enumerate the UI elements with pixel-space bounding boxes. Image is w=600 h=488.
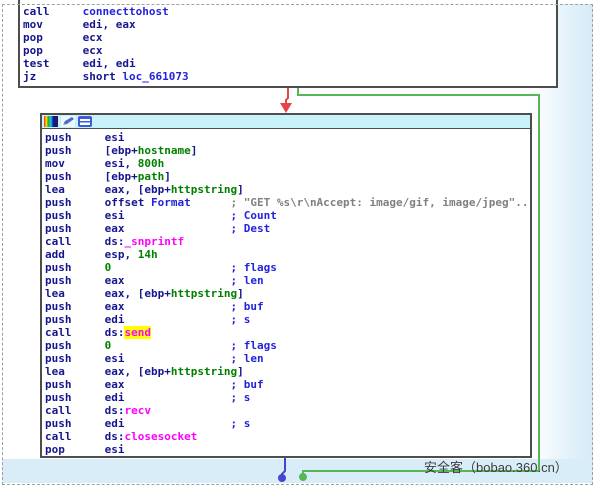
- asm-line[interactable]: push edi ; s: [45, 417, 251, 430]
- asm-line[interactable]: lea eax, [ebp+httpstring]: [45, 365, 244, 378]
- asm-line[interactable]: push esi: [45, 131, 125, 144]
- asm-line[interactable]: push [ebp+hostname]: [45, 144, 198, 157]
- asm-line[interactable]: call ds:recv: [45, 404, 151, 417]
- asm-line[interactable]: call ds:send: [45, 326, 151, 339]
- asm-line[interactable]: jz short loc_661073: [23, 70, 189, 83]
- node-title-bar[interactable]: [42, 115, 530, 129]
- asm-line[interactable]: add esp, 14h: [45, 248, 158, 261]
- asm-line[interactable]: push 0 ; flags: [45, 261, 277, 274]
- asm-line[interactable]: pop ecx: [23, 44, 103, 57]
- watermark: 安全客（bobao.360.cn）: [424, 460, 568, 475]
- asm-line[interactable]: call connecttohost: [23, 5, 169, 18]
- color-palette-icon[interactable]: [44, 116, 58, 127]
- asm-line[interactable]: lea eax, [ebp+httpstring]: [45, 183, 244, 196]
- asm-line[interactable]: call ds:_snprintf: [45, 235, 185, 248]
- asm-line[interactable]: push edi ; s: [45, 391, 251, 404]
- asm-line[interactable]: lea eax, [ebp+httpstring]: [45, 287, 244, 300]
- edge-false-branch: [280, 86, 292, 113]
- asm-line[interactable]: push eax ; buf: [45, 378, 264, 391]
- asm-line[interactable]: mov edi, eax: [23, 18, 136, 31]
- asm-line[interactable]: push eax ; Dest: [45, 222, 271, 235]
- edge-true-branch: [297, 86, 540, 481]
- asm-line[interactable]: push esi ; Count: [45, 209, 277, 222]
- asm-line[interactable]: push eax ; buf: [45, 300, 264, 313]
- asm-line[interactable]: mov esi, 800h: [45, 157, 165, 170]
- edit-pencil-icon[interactable]: [61, 116, 75, 127]
- asm-line[interactable]: push edi ; s: [45, 313, 251, 326]
- asm-line[interactable]: pop esi: [45, 443, 125, 456]
- asm-line[interactable]: push [ebp+path]: [45, 170, 171, 183]
- asm-line[interactable]: push eax ; len: [45, 274, 264, 287]
- asm-line[interactable]: push offset Format ; "GET %s\r\nAccept: …: [45, 196, 530, 209]
- asm-line[interactable]: push esi ; len: [45, 352, 264, 365]
- asm-line[interactable]: pop ecx: [23, 31, 103, 44]
- asm-line[interactable]: push 0 ; flags: [45, 339, 277, 352]
- window-frame-icon[interactable]: [78, 116, 92, 127]
- edge-out: [278, 456, 286, 482]
- asm-line[interactable]: test edi, edi: [23, 57, 136, 70]
- asm-line[interactable]: call ds:closesocket: [45, 430, 198, 443]
